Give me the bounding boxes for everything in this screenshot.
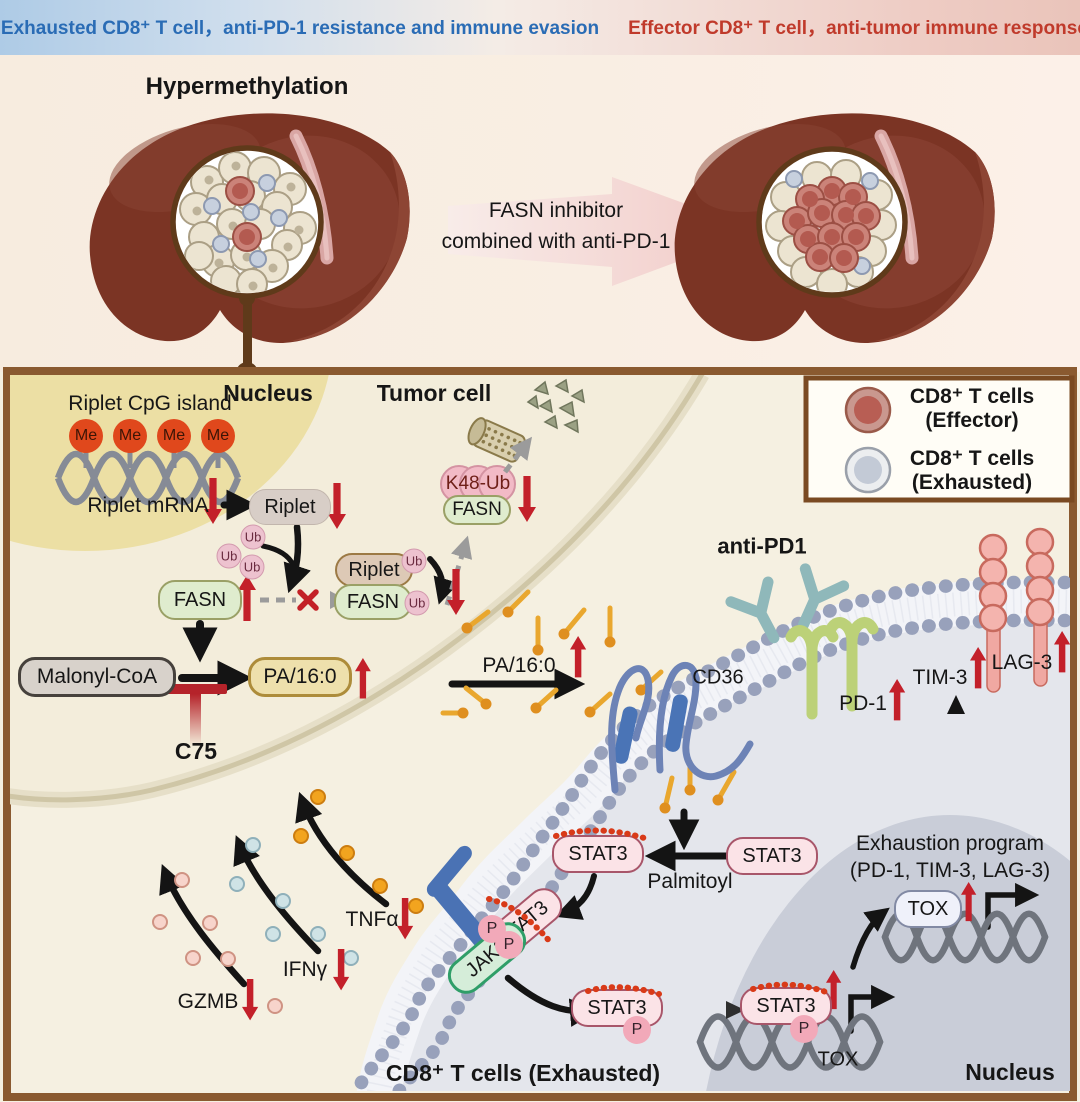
fasn-complex-pill: FASN bbox=[334, 584, 412, 620]
cd36-receptor bbox=[608, 662, 754, 794]
hypermethylation-label: Hypermethylation bbox=[145, 73, 349, 101]
riplet-pill: Riplet bbox=[249, 489, 331, 525]
tcell-caption: CD8⁺ T cells (Exhausted) bbox=[385, 1059, 661, 1086]
methyl-mark: Me bbox=[113, 419, 147, 453]
inhibition-x-icon bbox=[297, 589, 319, 611]
riplet-mrna-label: Riplet mRNA bbox=[87, 493, 209, 517]
pd1-receptor bbox=[785, 617, 879, 720]
tumor-inset-exhausted bbox=[170, 145, 324, 299]
degraded-protein-debris bbox=[526, 378, 585, 434]
phospho-tag: P bbox=[495, 931, 523, 959]
pa-secreted-label: PA/16:0 bbox=[482, 653, 556, 677]
tox-gene-label: TOX bbox=[817, 1048, 859, 1071]
ub-tag: Ub bbox=[216, 543, 242, 569]
c75-label: C75 bbox=[174, 737, 218, 764]
tim3-label: TIM-3 bbox=[912, 665, 968, 689]
gzmb-label: GZMB bbox=[177, 989, 239, 1013]
fasn-inhibitor-line1: FASN inhibitor bbox=[488, 198, 624, 222]
plasma-membrane bbox=[349, 575, 1070, 1091]
methyl-mark: Me bbox=[69, 419, 103, 453]
tnfa-label: TNFα bbox=[345, 907, 399, 931]
lipid-molecules bbox=[440, 589, 737, 814]
stat3-membrane-pill: STAT3 bbox=[552, 835, 644, 873]
methyl-mark: Me bbox=[157, 419, 191, 453]
gzmb-dots bbox=[152, 872, 283, 1014]
anti-pd1-antibody-icon bbox=[725, 563, 850, 644]
phospho-tag: P bbox=[790, 1015, 818, 1043]
pa-pill: PA/16:0 bbox=[248, 657, 352, 697]
legend-exhausted-line1: CD8⁺ T cells bbox=[909, 446, 1035, 470]
ub-tag: Ub bbox=[240, 524, 266, 550]
anti-pd1-label: anti-PD1 bbox=[717, 533, 807, 559]
exhaustion-program-line2: (PD-1, TIM-3, LAG-3) bbox=[849, 858, 1051, 882]
ub-tag: Ub bbox=[239, 554, 265, 580]
header-banner bbox=[0, 0, 1080, 55]
phospho-tag: P bbox=[623, 1016, 651, 1044]
fasn-pill: FASN bbox=[158, 580, 242, 620]
riplet-cpg-dna bbox=[54, 451, 242, 505]
legend-effector-line1: CD8⁺ T cells bbox=[909, 384, 1035, 408]
fasn-inhibitor-line2: combined with anti-PD-1 bbox=[441, 229, 671, 253]
header-right-title: Effector CD8⁺ T cell，anti-tumor immune r… bbox=[628, 18, 1080, 40]
tnfa-dots bbox=[293, 789, 424, 914]
riplet-cpg-label: Riplet CpG island bbox=[68, 391, 232, 415]
exhaustion-arrowhead bbox=[947, 695, 965, 714]
tumor-nucleus-label: Nucleus bbox=[223, 379, 313, 406]
ifng-dots bbox=[229, 837, 359, 966]
tcell-nucleus-label: Nucleus bbox=[965, 1058, 1055, 1085]
k48-ub-label: K48-Ub bbox=[445, 473, 511, 495]
tumor-cell-label: Tumor cell bbox=[376, 379, 492, 406]
c75-inhibitor-tbar bbox=[163, 684, 227, 746]
stat3-nucleus-arrowhead bbox=[726, 1001, 745, 1019]
k48-ub-chain bbox=[440, 465, 516, 503]
lag3-receptor bbox=[978, 527, 1055, 693]
tumor-inset-effector bbox=[756, 146, 908, 298]
ub-tag: Ub bbox=[401, 548, 427, 574]
stat3-free-pill: STAT3 bbox=[726, 837, 818, 875]
stat3-phospho-pill: STAT3 bbox=[571, 989, 663, 1027]
malonyl-coa-pill: Malonyl-CoA bbox=[18, 657, 176, 697]
cd36-label: CD36 bbox=[692, 666, 744, 689]
lag3-label: LAG-3 bbox=[991, 650, 1053, 674]
k48-fasn-pill: FASN bbox=[443, 495, 511, 525]
magnifier-stem bbox=[243, 294, 252, 374]
pd1-label: PD-1 bbox=[839, 691, 887, 715]
methyl-mark: Me bbox=[201, 419, 235, 453]
legend-effector-line2: (Effector) bbox=[925, 408, 1019, 432]
legend-box bbox=[803, 375, 1075, 503]
ifng-label: IFNγ bbox=[282, 957, 328, 981]
cytokine-receptor-blue bbox=[426, 845, 491, 949]
header-left-title: Exhausted CD8⁺ T cell，anti-PD-1 resistan… bbox=[0, 18, 600, 40]
ub-tag: Ub bbox=[404, 590, 430, 616]
stat3-nuclear-pill: STAT3 bbox=[740, 987, 832, 1025]
palmitoyl-label: Palmitoyl bbox=[647, 869, 733, 893]
exhaustion-program-line1: Exhaustion program bbox=[856, 831, 1044, 855]
tox-pill: TOX bbox=[894, 890, 962, 928]
legend-exhausted-line2: (Exhausted) bbox=[911, 470, 1033, 494]
